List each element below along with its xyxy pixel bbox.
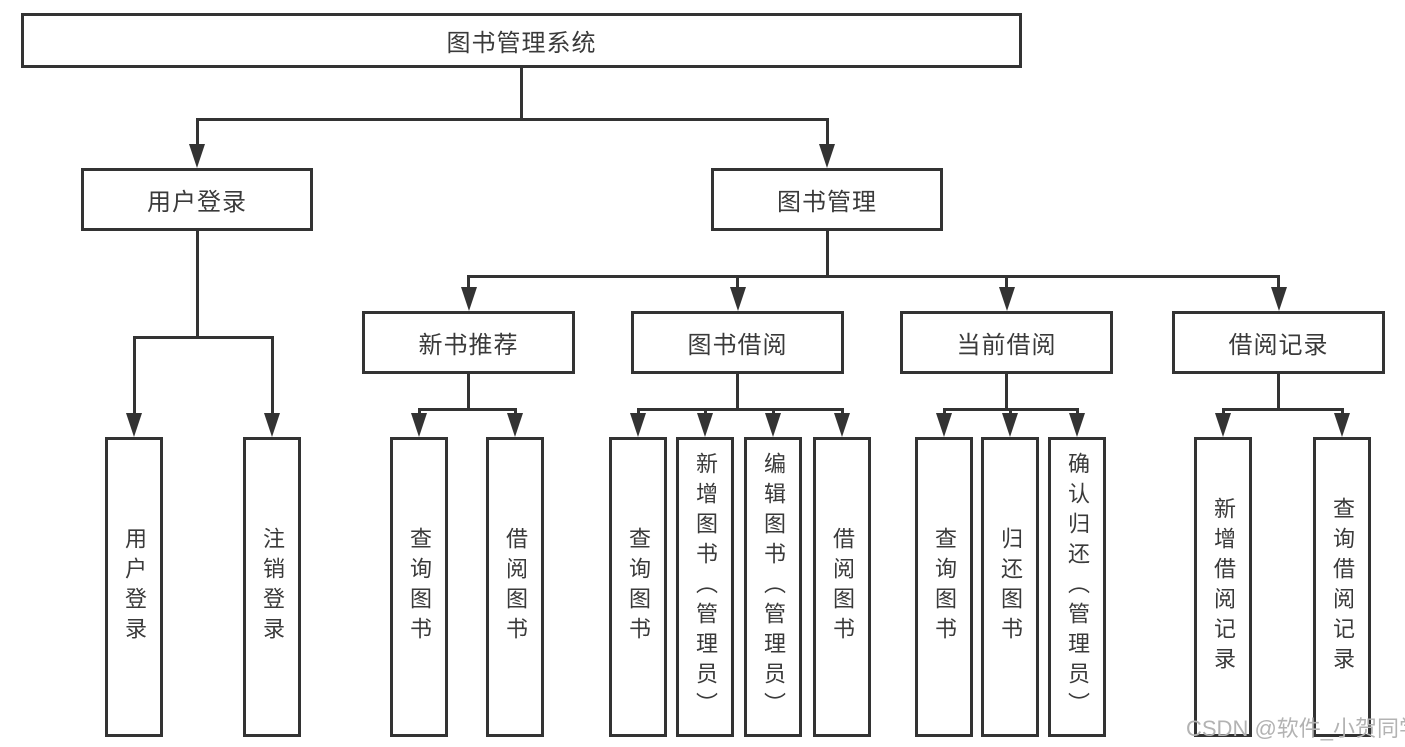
arrowhead-nbr-borrow <box>507 413 523 437</box>
arrowhead-book-mgmt <box>819 144 835 168</box>
arrowhead-bb-borrow <box>834 413 850 437</box>
connector-drop-bb-edit <box>772 408 775 417</box>
node-leaf-cb-return-books: 归还图书 <box>981 437 1039 737</box>
node-leaf-br-add-record: 新增借阅记录 <box>1194 437 1252 737</box>
connector-drop-bb-add <box>704 408 707 417</box>
arrowhead-leaf-user-login <box>126 413 142 437</box>
connector-drop-book-mgmt <box>826 118 829 146</box>
arrowhead-bb-add <box>697 413 713 437</box>
connector-drop-leaf-logout <box>271 336 274 415</box>
node-leaf-br-query-record: 查询借阅记录 <box>1313 437 1371 737</box>
node-book-management: 图书管理 <box>711 168 943 231</box>
arrowhead-user-login <box>189 144 205 168</box>
connector-drop-current-borrow <box>1005 275 1008 291</box>
connector-drop-borrow-records <box>1277 275 1280 291</box>
node-book-management-system: 图书管理系统 <box>21 13 1022 68</box>
connector-cb-stem <box>1005 374 1008 408</box>
node-leaf-cb-query-books: 查询图书 <box>915 437 973 737</box>
watermark-text: CSDN @软件_小贺同学 <box>1186 716 1405 741</box>
connector-drop-book-borrow <box>736 275 739 291</box>
connector-root-stem <box>520 68 523 118</box>
connector-drop-nbr-query <box>418 408 421 417</box>
connector-user-login-stem <box>196 231 199 336</box>
arrowhead-br-query <box>1334 413 1350 437</box>
node-leaf-bb-borrow-books: 借阅图书 <box>813 437 871 737</box>
connector-root-split <box>196 118 829 121</box>
node-current-borrowing: 当前借阅 <box>900 311 1113 374</box>
node-leaf-user-login: 用户登录 <box>105 437 163 737</box>
connector-drop-br-query <box>1341 408 1344 417</box>
node-leaf-cb-confirm-return-admin: 确认归还（管理员） <box>1048 437 1106 737</box>
connector-drop-cb-confirm <box>1076 408 1079 417</box>
connector-user-login-split <box>133 336 273 339</box>
node-user-login: 用户登录 <box>81 168 313 231</box>
node-leaf-nbr-query-books: 查询图书 <box>390 437 448 737</box>
node-book-borrowing: 图书借阅 <box>631 311 844 374</box>
arrowhead-bb-edit <box>765 413 781 437</box>
arrowhead-book-borrow <box>730 287 746 311</box>
node-leaf-logout: 注销登录 <box>243 437 301 737</box>
arrowhead-leaf-logout <box>264 413 280 437</box>
connector-drop-bb-query <box>637 408 640 417</box>
connector-drop-cb-return <box>1009 408 1012 417</box>
node-new-book-recommend: 新书推荐 <box>362 311 575 374</box>
connector-drop-bb-borrow <box>841 408 844 417</box>
connector-bb-stem <box>736 374 739 408</box>
connector-drop-new-book-rec <box>467 275 470 291</box>
connector-nbr-split <box>418 408 515 411</box>
node-borrowing-records: 借阅记录 <box>1172 311 1385 374</box>
arrowhead-nbr-query <box>411 413 427 437</box>
node-leaf-bb-add-books-admin: 新增图书（管理员） <box>676 437 734 737</box>
arrowhead-borrow-records <box>1271 287 1287 311</box>
connector-drop-nbr-borrow <box>514 408 517 417</box>
arrowhead-new-book-rec <box>461 287 477 311</box>
connector-br-split <box>1222 408 1343 411</box>
arrowhead-bb-query <box>630 413 646 437</box>
connector-drop-cb-query <box>943 408 946 417</box>
connector-bb-split <box>637 408 842 411</box>
node-leaf-bb-query-books: 查询图书 <box>609 437 667 737</box>
connector-book-mgmt-split <box>467 275 1280 278</box>
arrowhead-cb-return <box>1002 413 1018 437</box>
connector-drop-leaf-user-login <box>133 336 136 415</box>
connector-drop-user-login <box>196 118 199 146</box>
connector-drop-br-add <box>1222 408 1225 417</box>
arrowhead-current-borrow <box>999 287 1015 311</box>
connector-book-mgmt-stem <box>826 231 829 275</box>
node-leaf-bb-edit-books-admin: 编辑图书（管理员） <box>744 437 802 737</box>
arrowhead-cb-query <box>936 413 952 437</box>
arrowhead-cb-confirm <box>1069 413 1085 437</box>
connector-nbr-stem <box>467 374 470 408</box>
connector-br-stem <box>1277 374 1280 408</box>
arrowhead-br-add <box>1215 413 1231 437</box>
node-leaf-nbr-borrow-books: 借阅图书 <box>486 437 544 737</box>
